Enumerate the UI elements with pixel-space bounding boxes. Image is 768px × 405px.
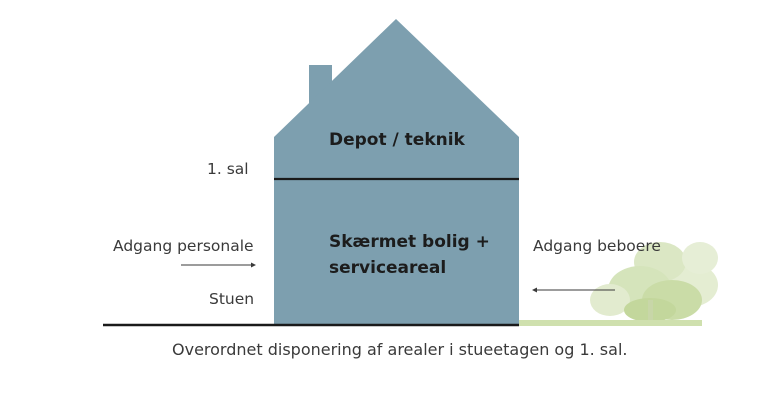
lower-room-label-line1: Skærmet bolig + — [329, 232, 490, 252]
access-residents-label: Adgang beboere — [533, 237, 661, 255]
house-shape — [274, 19, 519, 326]
tree-illustration — [590, 242, 718, 322]
arrow-left-icon — [532, 287, 615, 293]
upper-room-label: Depot / teknik — [329, 130, 465, 150]
floor-upper-label: 1. sal — [207, 160, 249, 178]
diagram-caption: Overordnet disponering af arealer i stue… — [172, 340, 628, 359]
floor-ground-label: Stuen — [209, 290, 255, 308]
arrow-right-icon — [181, 262, 256, 268]
ground-grass — [518, 320, 702, 326]
lower-room-label-line2: serviceareal — [329, 258, 447, 278]
access-staff-label: Adgang personale — [113, 237, 254, 255]
